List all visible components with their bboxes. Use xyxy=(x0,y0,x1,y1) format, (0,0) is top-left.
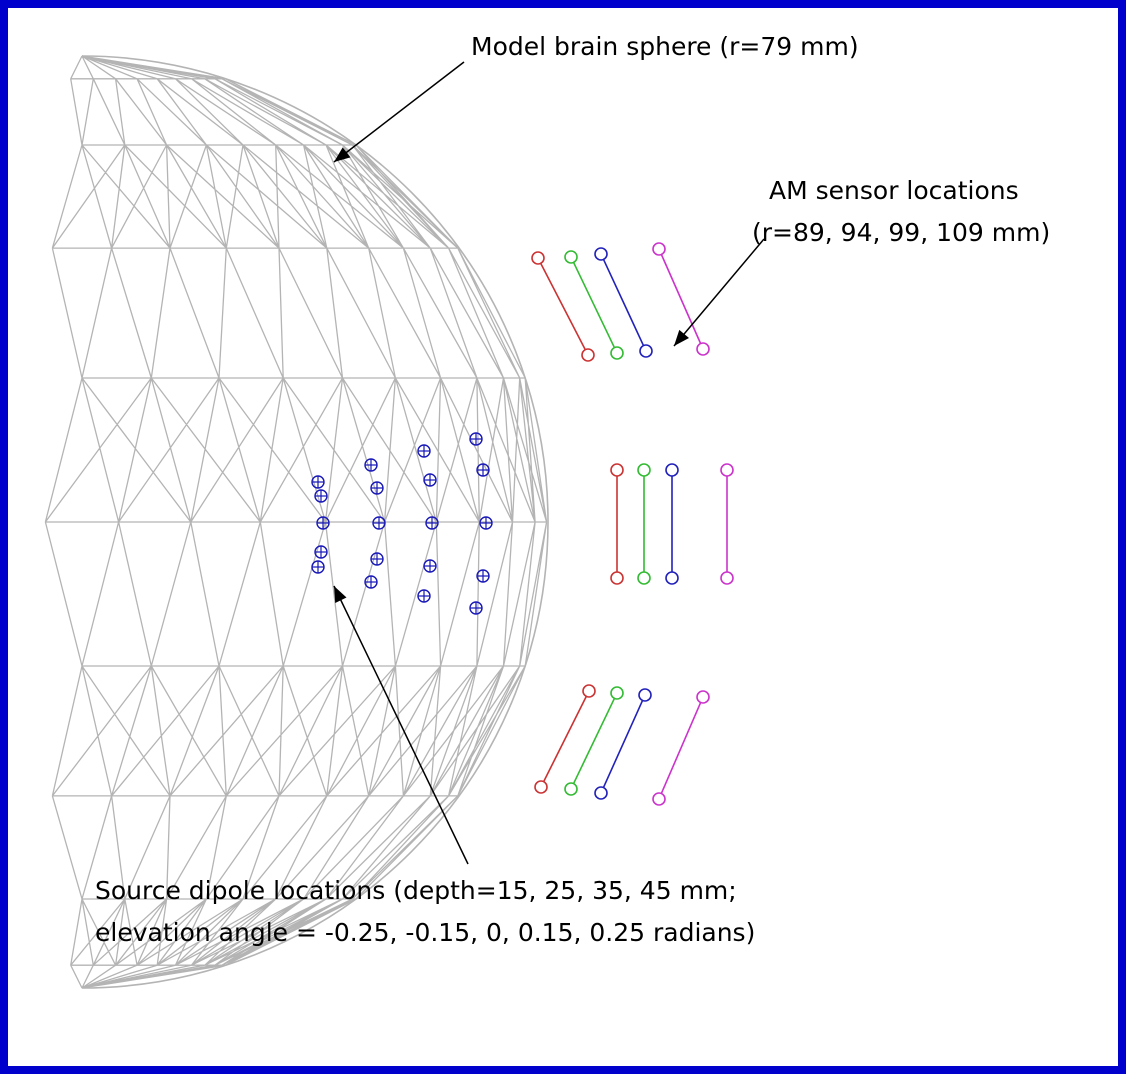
source-label-arrow xyxy=(333,585,469,865)
dipole-icon xyxy=(364,458,378,472)
sensor-end-icon xyxy=(696,690,710,704)
sensor-end-icon xyxy=(531,251,545,265)
sensor-end-icon xyxy=(652,792,666,806)
sensor-end-icon xyxy=(582,684,596,698)
mesh-outline xyxy=(81,55,549,989)
sensor-end-icon xyxy=(564,250,578,264)
sensor-line xyxy=(660,702,702,794)
arrow-shaft xyxy=(333,61,465,163)
sensor-end-icon xyxy=(564,782,578,796)
dipole-icon xyxy=(469,432,483,446)
sensor-label-arrow xyxy=(673,238,765,347)
sensor-end-icon xyxy=(581,348,595,362)
sensor-line xyxy=(660,254,702,344)
sensor-end-icon xyxy=(652,242,666,256)
arrow-head xyxy=(334,147,351,162)
dipole-icon xyxy=(311,475,325,489)
arrow-head xyxy=(674,329,689,346)
sensor-end-icon xyxy=(639,344,653,358)
dipole-icon xyxy=(479,516,493,530)
dipole-icon xyxy=(476,569,490,583)
sensor-end-icon xyxy=(610,686,624,700)
sensor-end-icon xyxy=(696,342,710,356)
sensor-line xyxy=(602,700,644,788)
sensor-end-icon xyxy=(534,780,548,794)
dipole-icon xyxy=(311,560,325,574)
sensor-end-icon xyxy=(610,571,624,585)
brain-label-arrow xyxy=(333,61,465,163)
sensor-line xyxy=(572,262,616,348)
dipole-icon xyxy=(425,516,439,530)
source-label-line2: elevation angle = -0.25, -0.15, 0, 0.15,… xyxy=(95,918,756,947)
sensor-label-line1: AM sensor locations xyxy=(769,176,1019,205)
sensor-end-icon xyxy=(637,571,651,585)
arrow-head xyxy=(334,586,347,603)
sensor-end-icon xyxy=(637,463,651,477)
source-label-line1: Source dipole locations (depth=15, 25, 3… xyxy=(95,876,737,905)
dipole-icon xyxy=(372,516,386,530)
sensor-locations xyxy=(531,242,734,806)
dipole-icon xyxy=(423,473,437,487)
diagram-canvas xyxy=(44,55,765,989)
sensor-line xyxy=(602,259,645,346)
sensor-end-icon xyxy=(665,463,679,477)
sensor-end-icon xyxy=(610,463,624,477)
sensor-line xyxy=(542,696,588,782)
dipole-icon xyxy=(476,463,490,477)
dipole-icon xyxy=(314,489,328,503)
dipole-icon xyxy=(370,481,384,495)
dipole-icon xyxy=(417,444,431,458)
sensor-end-icon xyxy=(720,571,734,585)
brain-sphere-label: Model brain sphere (r=79 mm) xyxy=(471,32,859,61)
arrow-shaft xyxy=(333,585,469,865)
diagram-frame: Model brain sphere (r=79 mm) AM sensor l… xyxy=(8,8,1118,1066)
dipole-locations xyxy=(311,432,493,615)
dipole-icon xyxy=(423,559,437,573)
sensor-end-icon xyxy=(594,786,608,800)
sensor-end-icon xyxy=(594,247,608,261)
sensor-end-icon xyxy=(665,571,679,585)
dipole-icon xyxy=(417,589,431,603)
dipole-icon xyxy=(469,601,483,615)
sensor-line xyxy=(540,262,586,351)
dipole-icon xyxy=(316,516,330,530)
annotation-arrows xyxy=(333,61,765,865)
dipole-icon xyxy=(314,545,328,559)
sensor-end-icon xyxy=(638,688,652,702)
brain-sphere-mesh xyxy=(44,55,549,989)
sensor-line xyxy=(572,698,616,784)
dipole-icon xyxy=(370,552,384,566)
arrow-shaft xyxy=(673,238,765,347)
sensor-end-icon xyxy=(720,463,734,477)
sensor-end-icon xyxy=(610,346,624,360)
dipole-icon xyxy=(364,575,378,589)
sensor-label-line2: (r=89, 94, 99, 109 mm) xyxy=(752,218,1051,247)
mesh-lines xyxy=(44,55,548,989)
